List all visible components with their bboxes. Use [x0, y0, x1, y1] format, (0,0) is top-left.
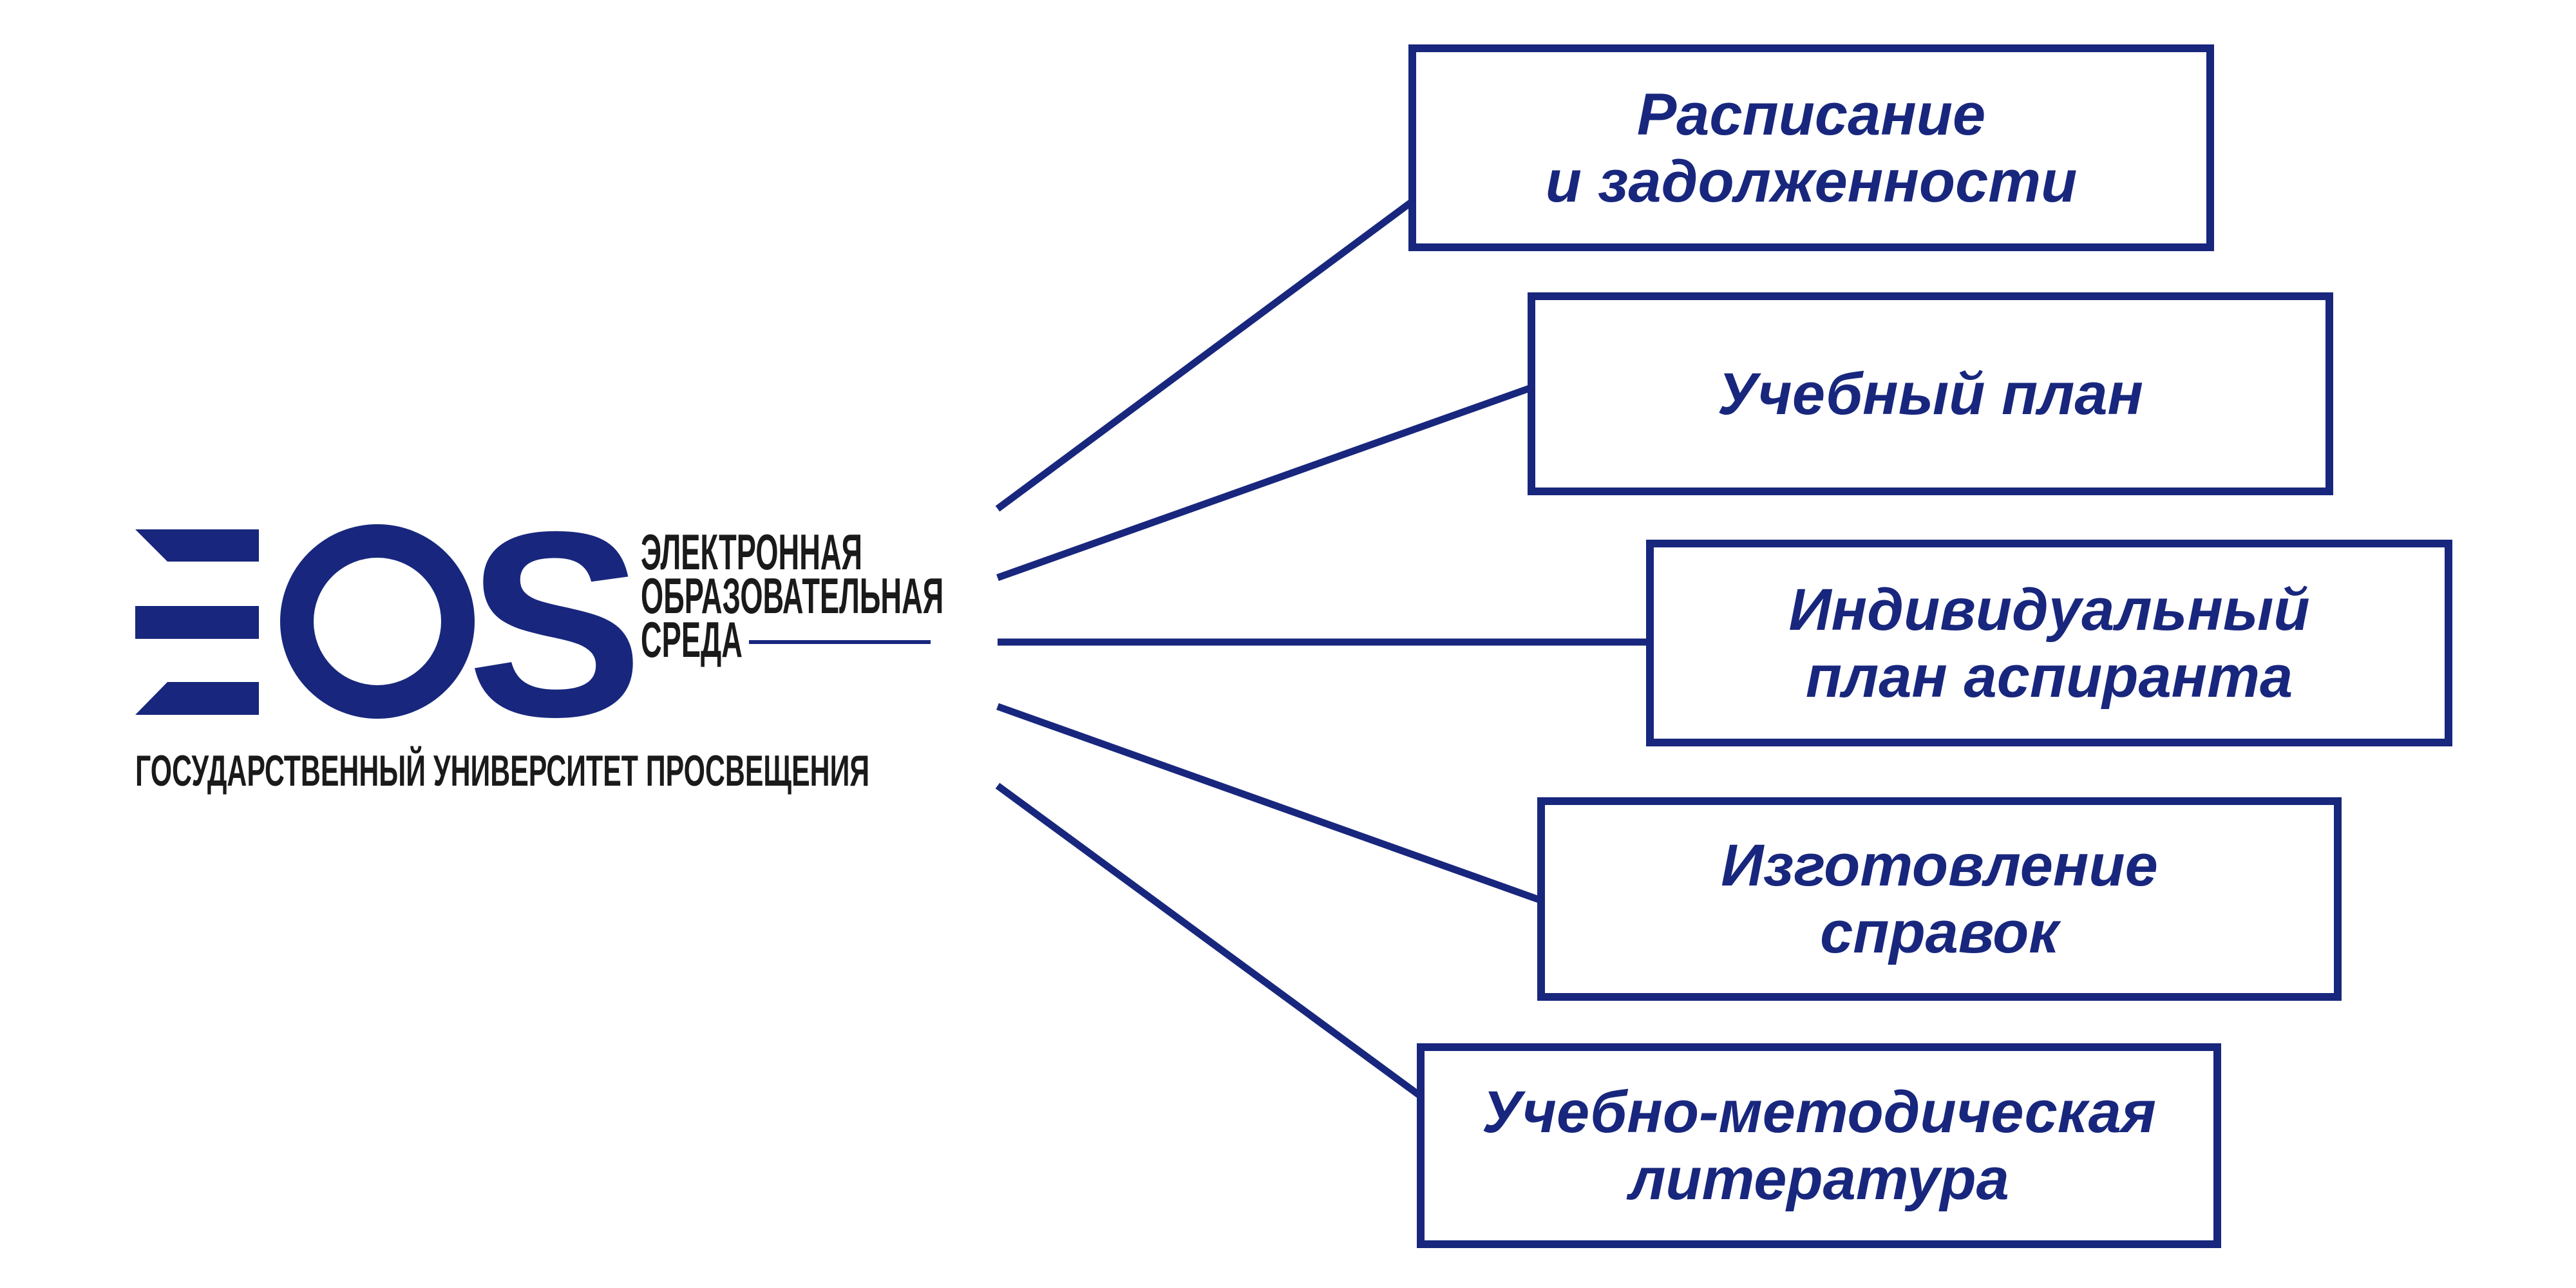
logo-letter-s: S — [467, 477, 643, 772]
box-label: Индивидуальный план аспиранта — [1788, 576, 2310, 710]
box-individual-plan[interactable]: Индивидуальный план аспиранта — [1646, 540, 2452, 746]
box-schedule-debts[interactable]: Расписание и задолженности — [1408, 44, 2214, 251]
eos-logo-mark: S — [135, 477, 643, 772]
box-curriculum[interactable]: Учебный план — [1528, 292, 2333, 495]
box-certificates[interactable]: Изготовление справок — [1537, 797, 2342, 1001]
box-teaching-literature[interactable]: Учебно-методическая литература — [1417, 1043, 2221, 1248]
logo-letter-o — [280, 524, 475, 719]
connector-line-1 — [995, 200, 1413, 512]
connector-line-4 — [996, 703, 1540, 904]
university-name: ГОСУДАРСТВЕННЫЙ УНИВЕРСИТЕТ ПРОСВЕЩЕНИЯ — [135, 746, 870, 795]
logo-bar-middle — [135, 606, 259, 639]
box-label: Учебный план — [1717, 361, 2144, 427]
logo-text-line3: СРЕДА — [641, 611, 743, 668]
logo-text-line2: ОБРАЗОВАТЕЛЬНАЯ — [641, 567, 944, 624]
connector-line-5 — [995, 782, 1421, 1098]
logo-underline — [749, 640, 931, 644]
connector-line-2 — [996, 384, 1531, 582]
box-label: Расписание и задолженности — [1545, 81, 2078, 214]
logo-bar-bottom — [135, 682, 259, 715]
logo-text-line1: ЭЛЕКТРОННАЯ — [641, 524, 863, 580]
logo-bar-top — [135, 529, 259, 562]
box-label: Изготовление справок — [1721, 833, 2158, 965]
box-label: Учебно-методическая литература — [1482, 1079, 2156, 1212]
